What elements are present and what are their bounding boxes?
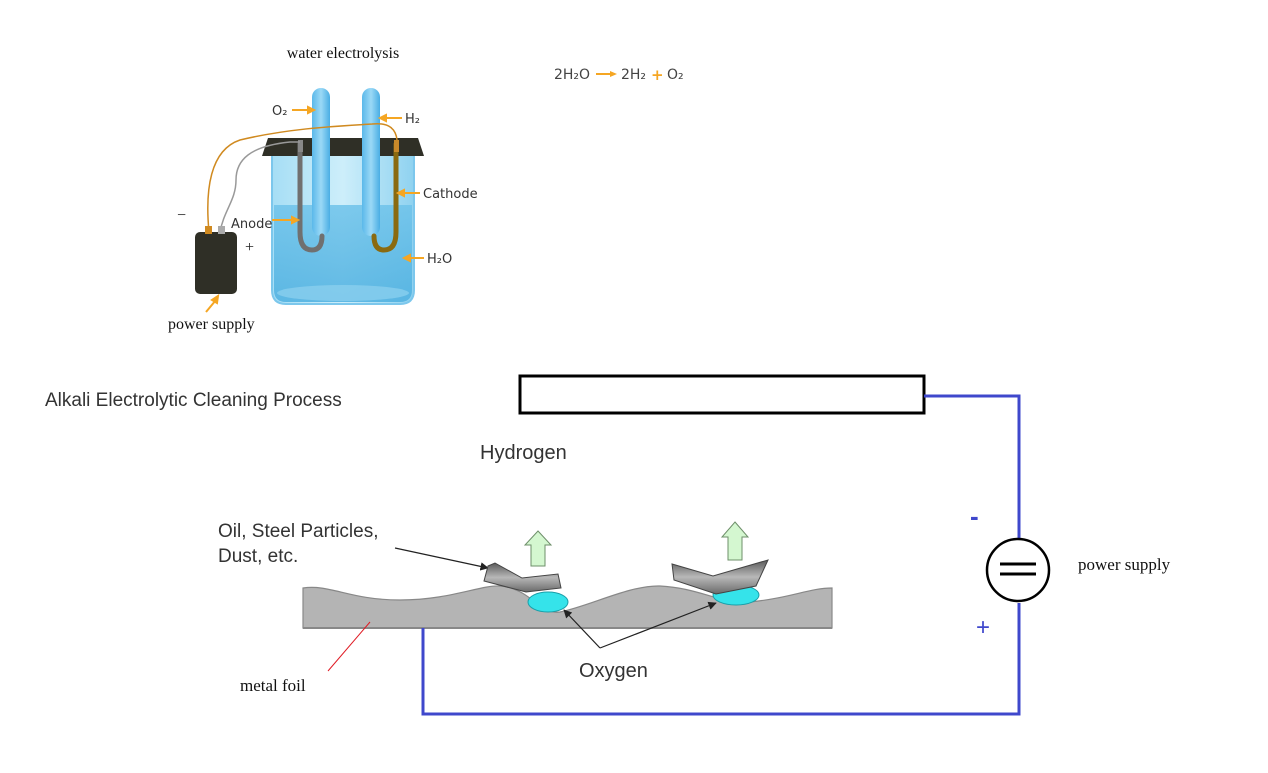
cleaning-process-title: Alkali Electrolytic Cleaning Process <box>45 390 342 411</box>
metal-foil-label: metal foil <box>240 676 306 695</box>
battery-plus-sign: + <box>245 239 254 256</box>
label-arrows <box>205 105 424 313</box>
equation-product-hydrogen: 2H₂ <box>621 67 646 83</box>
metal-foil-leader-line <box>327 621 371 672</box>
circuit-power-supply-label: power supply <box>1078 555 1171 574</box>
equation-product-oxygen: O₂ <box>667 67 684 83</box>
oxygen-bubble <box>527 591 569 613</box>
equation-arrow-icon <box>596 71 617 77</box>
electrolysis-equation: 2H₂O 2H₂ + O₂ <box>554 66 684 84</box>
oxygen-pointer <box>563 609 601 649</box>
hydrogen-label: Hydrogen <box>480 442 567 464</box>
contaminant-particle <box>671 559 769 595</box>
circuit-wires <box>421 394 1021 716</box>
orange-wire <box>207 122 398 233</box>
electrode-box <box>518 374 926 415</box>
cathode-label: Cathode <box>423 187 478 202</box>
beaker <box>271 149 415 305</box>
oxygen-pointer <box>599 601 717 649</box>
battery <box>195 226 237 294</box>
water-electrolysis-diagram: water electrolysis <box>168 45 478 333</box>
water-electrolysis-title: water electrolysis <box>287 45 399 62</box>
oxygen-label: Oxygen <box>579 660 648 682</box>
contaminants-label-line2: Dust, etc. <box>218 546 298 567</box>
dc-power-supply-symbol <box>985 537 1051 603</box>
hydrogen-up-arrow-icon <box>720 521 750 561</box>
hydrogen-up-arrow-icon <box>523 530 553 567</box>
anode-label: Anode <box>231 217 272 232</box>
equation-plus: + <box>651 66 664 84</box>
battery-minus-sign: − <box>177 207 186 224</box>
contaminants-pointer <box>394 547 489 571</box>
equation-reactant: 2H₂O <box>554 67 590 83</box>
negative-terminal-sign: - <box>970 501 979 531</box>
h2-label: H₂ <box>405 112 420 127</box>
positive-terminal-sign: + <box>976 614 990 641</box>
top-power-supply-label: power supply <box>168 316 255 333</box>
contaminants-label-line1: Oil, Steel Particles, <box>218 521 379 542</box>
gray-wire <box>219 141 300 233</box>
anode-electrode <box>297 141 325 253</box>
h2o-label: H₂O <box>427 252 452 267</box>
o2-label: O₂ <box>272 104 287 119</box>
beaker-lid <box>262 138 424 156</box>
contaminant-particle <box>483 562 562 593</box>
oxygen-tube <box>312 88 330 236</box>
hydrogen-tube <box>362 88 380 236</box>
cathode-electrode <box>371 141 399 253</box>
